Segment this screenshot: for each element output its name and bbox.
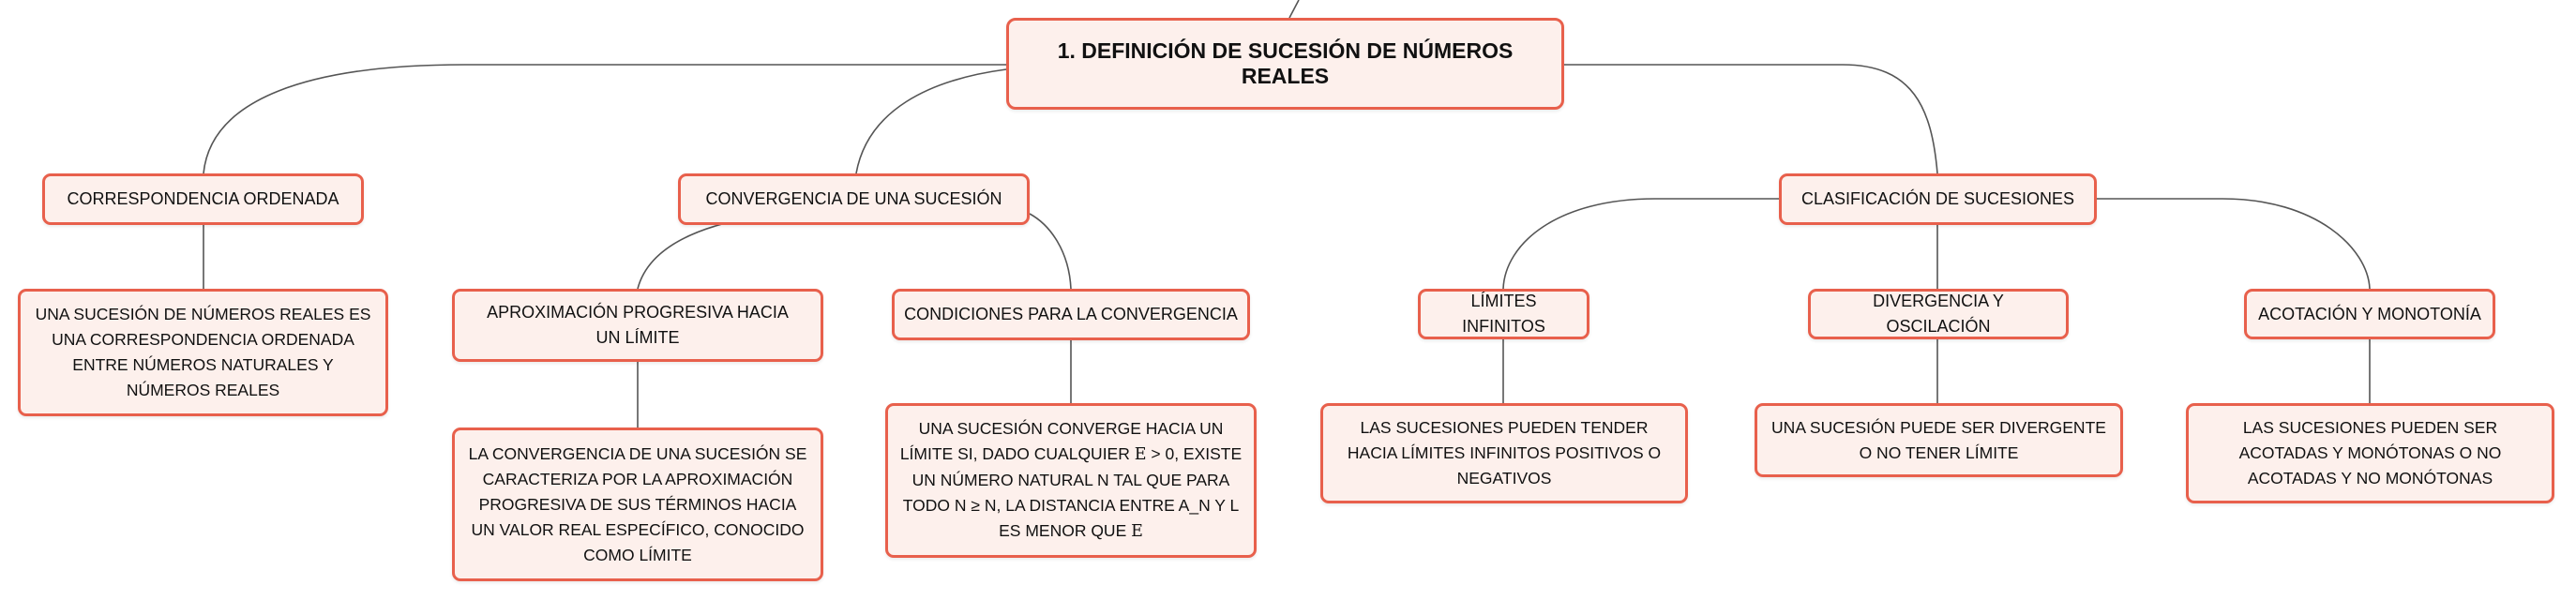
subtopic-label: DIVERGENCIA Y OSCILACIÓN — [1873, 292, 2004, 336]
subtopic-label: LÍMITES INFINITOS — [1462, 292, 1545, 336]
branch-label: CLASIFICACIÓN DE SUCESIONES — [1800, 189, 2075, 208]
connector-root-correspondencia — [203, 64, 1006, 174]
detail-aproximacion-progresiva[interactable]: LA CONVERGENCIA DE UNA SUCESIÓN SE CARAC… — [452, 428, 823, 581]
epsilon-symbol-end: ε — [1131, 522, 1143, 541]
subtopic-condiciones-convergencia[interactable]: CONDICIONES PARA LA CONVERGENCIA — [892, 289, 1250, 340]
subtopic-limites-infinitos[interactable]: LÍMITES INFINITOS — [1418, 289, 1589, 339]
connector-root-parent — [1288, 0, 1300, 19]
detail-acotacion-monotonia[interactable]: LAS SUCESIONES PUEDEN SER ACOTADAS Y MON… — [2186, 403, 2554, 503]
detail-text: UNA SUCESIÓN CONVERGE HACIA UN LÍMITE SI… — [899, 416, 1243, 545]
connector-convergencia-aproximacion — [637, 223, 723, 290]
root-topic[interactable]: 1. DEFINICIÓN DE SUCESIÓN DE NÚMEROS REA… — [1006, 18, 1564, 110]
detail-text: LAS SUCESIONES PUEDEN SER ACOTADAS Y MON… — [2238, 418, 2502, 488]
branch-label: CONVERGENCIA DE UNA SUCESIÓN — [705, 189, 1002, 208]
connector-clasificacion-acotacion — [2097, 198, 2371, 290]
connector-convergencia-condiciones — [1029, 213, 1072, 290]
branch-clasificacion-sucesiones[interactable]: CLASIFICACIÓN DE SUCESIONES — [1779, 173, 2097, 225]
branch-label: CORRESPONDENCIA ORDENADA — [67, 189, 339, 208]
detail-condiciones-convergencia[interactable]: UNA SUCESIÓN CONVERGE HACIA UN LÍMITE SI… — [885, 403, 1257, 558]
detail-text-part-1: UNA SUCESIÓN CONVERGE HACIA UN LÍMITE SI… — [899, 419, 1224, 463]
detail-text: LAS SUCESIONES PUEDEN TENDER HACIA LÍMIT… — [1347, 418, 1662, 488]
detail-correspondencia-ordenada[interactable]: UNA SUCESIÓN DE NÚMEROS REALES ES UNA CO… — [18, 289, 388, 416]
detail-text: UNA SUCESIÓN PUEDE SER DIVERGENTE O NO T… — [1771, 417, 2106, 462]
branch-correspondencia-ordenada[interactable]: CORRESPONDENCIA ORDENADA — [42, 173, 364, 225]
detail-divergencia-oscilacion[interactable]: UNA SUCESIÓN PUEDE SER DIVERGENTE O NO T… — [1755, 403, 2123, 477]
connector-clasificacion-limites — [1502, 198, 1779, 290]
subtopic-label: CONDICIONES PARA LA CONVERGENCIA — [904, 305, 1238, 323]
subtopic-acotacion-monotonia[interactable]: ACOTACIÓN Y MONOTONÍA — [2244, 289, 2495, 339]
subtopic-label: ACOTACIÓN Y MONOTONÍA — [2258, 304, 2481, 323]
detail-text: LA CONVERGENCIA DE UNA SUCESIÓN SE CARAC… — [468, 443, 807, 564]
root-topic-label: 1. DEFINICIÓN DE SUCESIÓN DE NÚMEROS REA… — [1057, 38, 1514, 88]
subtopic-label: APROXIMACIÓN PROGRESIVA HACIA UN LÍMITE — [487, 303, 789, 347]
detail-text: UNA SUCESIÓN DE NÚMEROS REALES ES UNA CO… — [35, 305, 371, 399]
subtopic-aproximacion-progresiva[interactable]: APROXIMACIÓN PROGRESIVA HACIA UN LÍMITE — [452, 289, 823, 362]
detail-text-part-2: > 0, EXISTE UN NÚMERO NATURAL N TAL QUE … — [902, 444, 1243, 540]
subtopic-divergencia-oscilacion[interactable]: DIVERGENCIA Y OSCILACIÓN — [1808, 289, 2069, 339]
detail-limites-infinitos[interactable]: LAS SUCESIONES PUEDEN TENDER HACIA LÍMIT… — [1320, 403, 1688, 503]
connector-root-clasificacion — [1564, 64, 1938, 174]
epsilon-symbol: ε — [1134, 445, 1147, 464]
branch-convergencia[interactable]: CONVERGENCIA DE UNA SUCESIÓN — [678, 173, 1030, 225]
connector-root-convergencia — [855, 68, 1007, 174]
